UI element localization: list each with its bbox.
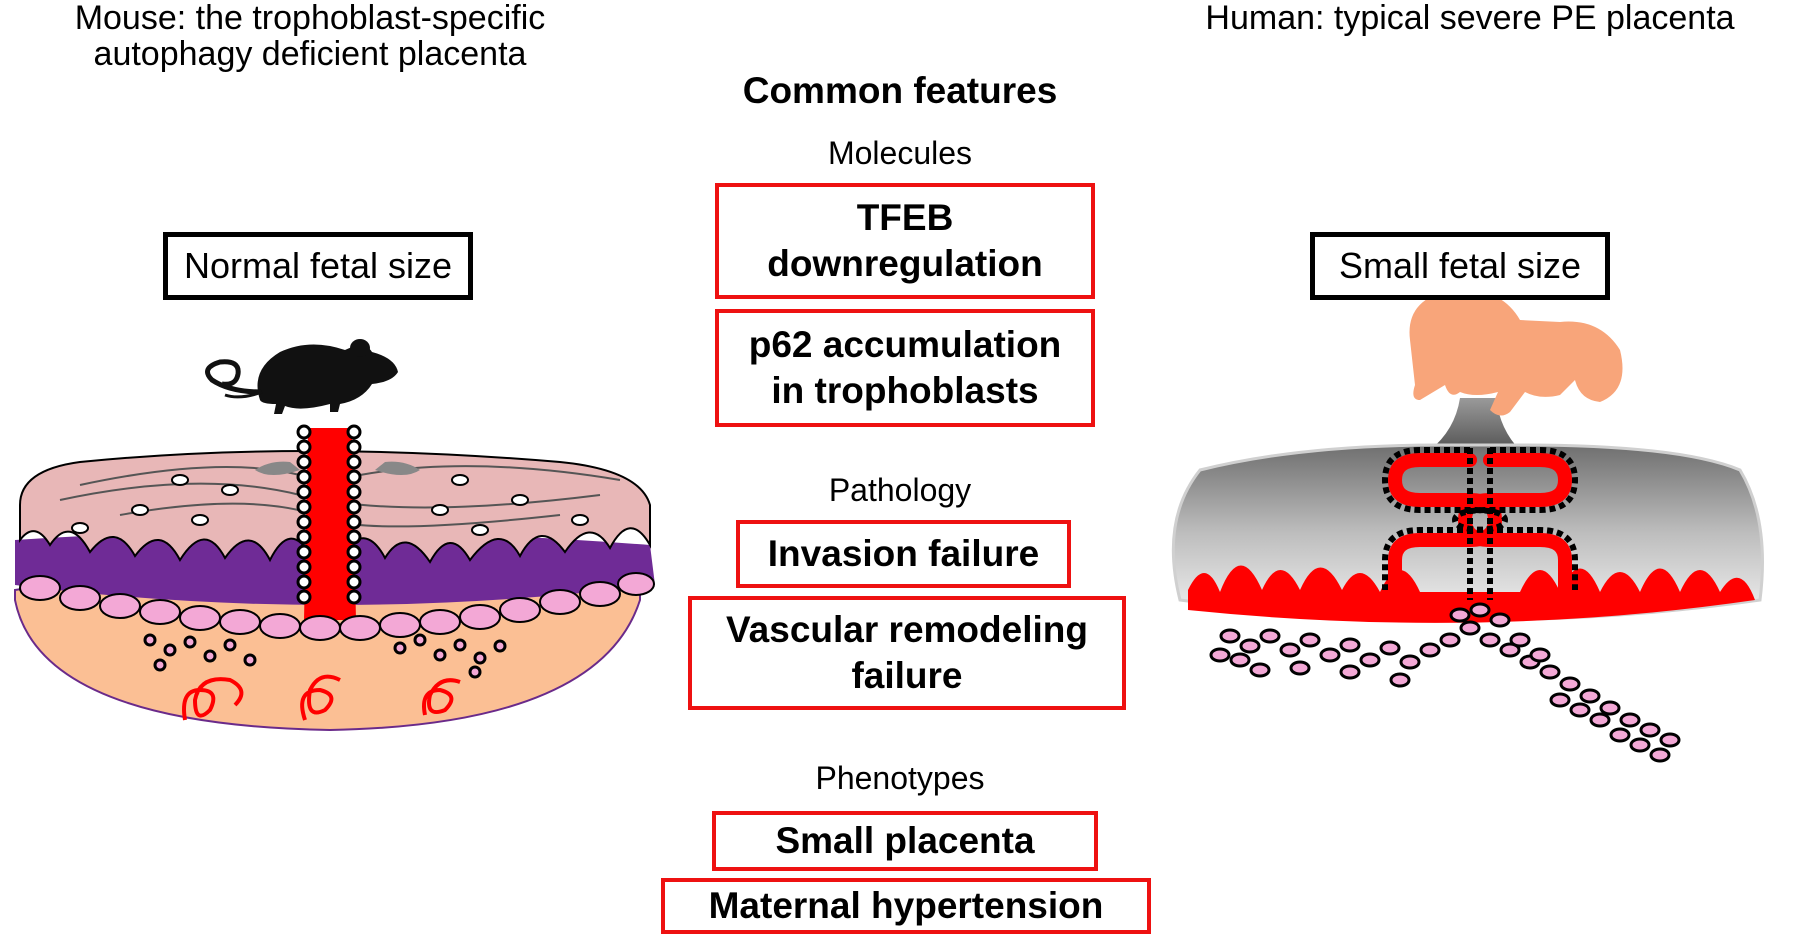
vascular-line2: failure bbox=[851, 655, 963, 696]
common-features-title: Common features bbox=[742, 70, 1058, 111]
small-placenta-box: Small placenta bbox=[712, 811, 1098, 871]
vascular-line1: Vascular remodeling bbox=[726, 609, 1088, 650]
invasion-failure-box: Invasion failure bbox=[736, 520, 1071, 588]
vascular-remodeling-box: Vascular remodeling failure bbox=[688, 596, 1126, 710]
central-vessel bbox=[304, 428, 356, 620]
normal-fetal-size-label: Normal fetal size bbox=[183, 245, 453, 286]
human-fetus-silhouette-icon bbox=[1409, 289, 1623, 416]
mouse-title-line1: Mouse: the trophoblast-specific bbox=[74, 0, 546, 37]
maternal-hypertension-label: Maternal hypertension bbox=[708, 885, 1104, 926]
normal-fetal-size-box: Normal fetal size bbox=[163, 232, 473, 300]
p62-line1: p62 accumulation bbox=[748, 324, 1062, 365]
small-placenta-label: Small placenta bbox=[775, 820, 1035, 861]
tfeb-box: TFEB downregulation bbox=[715, 183, 1095, 299]
section-pathology: Pathology bbox=[828, 472, 972, 508]
invasion-failure-label: Invasion failure bbox=[767, 533, 1040, 574]
section-molecules: Molecules bbox=[827, 135, 973, 171]
human-placenta bbox=[1171, 289, 1764, 763]
mouse-placenta bbox=[14, 339, 655, 732]
small-fetal-size-label: Small fetal size bbox=[1338, 245, 1582, 286]
mouse-silhouette-icon bbox=[205, 339, 398, 414]
mouse-panel-title: Mouse: the trophoblast-specific autophag… bbox=[10, 0, 610, 72]
p62-box: p62 accumulation in trophoblasts bbox=[715, 309, 1095, 427]
tfeb-line1: TFEB bbox=[856, 197, 954, 238]
section-phenotypes: Phenotypes bbox=[815, 760, 985, 796]
mouse-title-line2: autophagy deficient placenta bbox=[93, 35, 527, 73]
maternal-hypertension-box: Maternal hypertension bbox=[661, 878, 1151, 934]
small-fetal-size-box: Small fetal size bbox=[1310, 232, 1610, 300]
basal-plate bbox=[1188, 565, 1755, 623]
human-panel-title: Human: typical severe PE placenta bbox=[1205, 0, 1735, 37]
p62-line2: in trophoblasts bbox=[771, 370, 1039, 411]
tfeb-line2: downregulation bbox=[767, 243, 1043, 284]
